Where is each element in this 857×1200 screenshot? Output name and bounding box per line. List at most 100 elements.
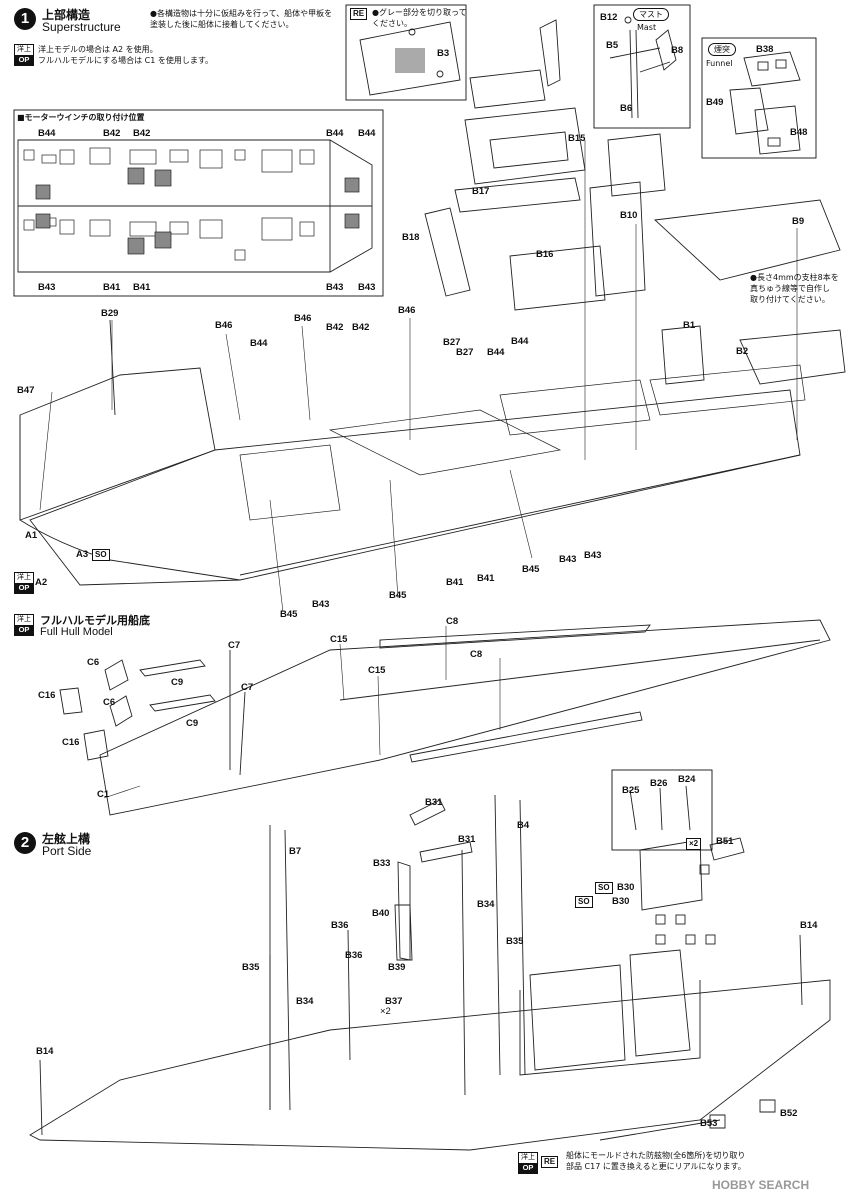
part-label: B43 (559, 554, 577, 565)
part-label: B6 (620, 103, 633, 114)
part-label: B1 (683, 320, 696, 331)
mast-box (593, 4, 691, 129)
part-label: B5 (606, 40, 619, 51)
op-line-1: 洋上モデルの場合は A2 を使用。 (38, 45, 158, 54)
step2-title-jp: 左舷上構 (42, 832, 91, 846)
op-badge-top: 洋上 (17, 45, 31, 53)
part-label: A2 (35, 577, 48, 588)
part-label: B24 (678, 774, 696, 785)
re-deck-box (345, 4, 467, 101)
funnel-tag-jp: 煙突 (708, 43, 736, 56)
step1-title-jp: 上部構造 (42, 8, 91, 22)
funnel-tag-en: Funnel (706, 59, 733, 68)
part-label: B31 (458, 834, 476, 845)
part-label: B30 (612, 896, 630, 907)
part-label: B36 (345, 950, 363, 961)
part-label: B45 (280, 609, 298, 620)
part-label: B53 (700, 1118, 718, 1129)
so-badge-b30b: SO (575, 896, 593, 908)
part-label: B52 (780, 1108, 798, 1119)
part-label: B43 (358, 282, 376, 293)
part-label: B42 (352, 322, 370, 333)
op-badge-fullhull-icon: 洋上 OP (14, 614, 34, 636)
part-label: B10 (620, 210, 638, 221)
op-badge-fullhull-bottom: OP (15, 625, 33, 635)
watermark: HOBBY SEARCH (712, 1178, 810, 1192)
part-label: B40 (372, 908, 390, 919)
winch-box-title: ■モーターウインチの取り付け位置 (17, 113, 145, 122)
part-label: C9 (171, 677, 184, 688)
funnel-box (701, 37, 817, 159)
op-instructions: 洋上モデルの場合は A2 を使用。 フルハルモデルにする場合は C1 を使用しま… (38, 44, 213, 66)
part-label: B26 (650, 778, 668, 789)
pin-note-line2: 真ちゅう線等で自作し (750, 284, 830, 293)
part-label: B34 (477, 899, 495, 910)
so-badge-a3: SO (92, 549, 110, 561)
part-label: B41 (477, 573, 495, 584)
part-label: C8 (470, 649, 483, 660)
hull-step1 (19, 319, 806, 586)
fullhull-title-jp: フルハルモデル用船底 (40, 614, 150, 627)
part-label: B31 (425, 797, 443, 808)
op-badge-bottom-bottom: OP (519, 1163, 537, 1173)
part-label: B43 (584, 550, 602, 561)
op-line-2: フルハルモデルにする場合は C1 を使用します。 (38, 56, 214, 65)
part-label: B25 (622, 785, 640, 796)
full-hull-bottom (59, 619, 831, 816)
part-label: B46 (398, 305, 416, 316)
part-label: C15 (330, 634, 348, 645)
part-label: C16 (62, 737, 80, 748)
part-label: C7 (241, 682, 254, 693)
part-label: B4 (517, 820, 530, 831)
x2-badge: ×2 (686, 838, 702, 850)
part-label: B7 (289, 846, 302, 857)
part-label: B16 (536, 249, 554, 260)
part-label: B15 (568, 133, 586, 144)
leader-lines (39, 140, 798, 799)
part-label: B37 (385, 996, 403, 1007)
re-note-line2: ください。 (372, 19, 412, 28)
part-label: B33 (373, 858, 391, 869)
part-label: B39 (388, 962, 406, 973)
part-label: B42 (326, 322, 344, 333)
part-label: C16 (38, 690, 56, 701)
part-label: B43 (326, 282, 344, 293)
part-label: B8 (671, 45, 684, 56)
step2-title-en: Port Side (42, 844, 92, 858)
part-label: B27 (443, 337, 461, 348)
part-label: B43 (312, 599, 330, 610)
op-badge-bottom-top: 洋上 (521, 1153, 535, 1161)
step-number-1: 1 (14, 8, 36, 30)
op-badge-bottom-icon: 洋上 OP (518, 1152, 538, 1174)
part-label: B29 (101, 308, 119, 319)
part-label: C6 (103, 697, 116, 708)
part-label: B42 (133, 128, 151, 139)
part-label: C7 (228, 640, 241, 651)
mast-tag-en: Mast (637, 23, 657, 32)
pin-note: ●長さ4mmの支柱8本を 真ちゅう線等で自作し 取り付けてください。 (750, 272, 839, 305)
step1-note-line1: ●各構造物は十分に仮組みを行って、船体や甲板を (150, 9, 333, 18)
re-badge: RE (350, 8, 368, 20)
step-number-2: 2 (14, 832, 36, 854)
part-label: B46 (294, 313, 312, 324)
op-badge-bottom: OP (15, 55, 33, 65)
fender-note-line2: 部品 C17 に置き換えると更にリアルになります。 (566, 1162, 746, 1171)
so-badge-b30a: SO (595, 882, 613, 894)
part-label: B45 (389, 590, 407, 601)
part-label: B44 (358, 128, 376, 139)
re-badge-bottom: RE (541, 1156, 559, 1168)
bridge-structure (424, 19, 846, 385)
part-label: B27 (456, 347, 474, 358)
part-label: C9 (186, 718, 199, 729)
re-note: ●グレー部分を切り取って ください。 (372, 7, 467, 29)
part-label: C15 (368, 665, 386, 676)
step1-note: ●各構造物は十分に仮組みを行って、船体や甲板を 塗装した後に船体に接着してくださ… (150, 8, 332, 30)
op-badge-icon: 洋上 OP (14, 44, 34, 66)
hull-port-side (29, 769, 831, 1151)
part-label: B44 (250, 338, 268, 349)
part-label: B44 (487, 347, 505, 358)
part-label: B42 (103, 128, 121, 139)
part-label: B14 (800, 920, 818, 931)
pin-note-line1: ●長さ4mmの支柱8本を (750, 273, 839, 282)
